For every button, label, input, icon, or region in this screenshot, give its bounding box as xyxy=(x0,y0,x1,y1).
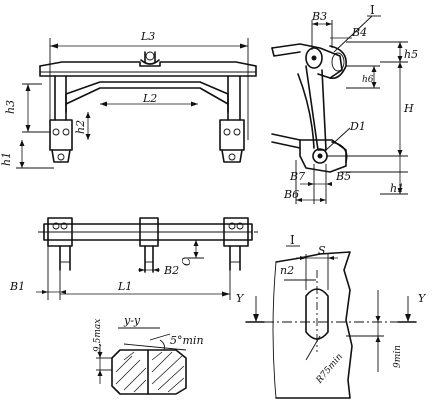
section-mark-Y-left: Y xyxy=(236,292,245,305)
dim-B5: B5 xyxy=(335,170,351,183)
section-mark-Y-right: Y xyxy=(418,292,427,305)
dim-S: S xyxy=(318,244,326,257)
dim-B6: B6 xyxy=(283,188,299,201)
dim-L2: L2 xyxy=(142,92,157,105)
detail-label: I xyxy=(290,233,295,247)
note-9min: 9min xyxy=(393,345,403,368)
section-hatching xyxy=(115,351,185,393)
dim-D1: D1 xyxy=(349,120,366,133)
section-label: y-y xyxy=(123,314,141,327)
dim-h3: h3 xyxy=(4,100,17,114)
dim-h5: h5 xyxy=(404,48,418,61)
dim-n2: n2 xyxy=(280,264,294,277)
detail-I: I S n2 Y Y R75min xyxy=(236,233,427,399)
top-view: C B2 B1 L1 xyxy=(9,217,258,300)
dim-H: H xyxy=(403,102,414,115)
note-min-radius: R75min xyxy=(314,352,345,386)
dim-h1: h1 xyxy=(0,152,13,166)
dim-B7: B7 xyxy=(289,170,305,183)
dim-B3: B3 xyxy=(311,10,327,23)
dim-L3: L3 xyxy=(140,30,155,43)
dim-h2: h2 xyxy=(74,120,87,134)
dim-B4: B4 xyxy=(351,26,367,39)
dim-B2: B2 xyxy=(163,264,179,277)
section-y-y: y-y 5°min 9,5max xyxy=(93,314,204,395)
dim-L1: L1 xyxy=(117,280,132,293)
side-view: I B3 B4 h5 h6 H xyxy=(271,3,418,204)
dim-h1-right: h1 xyxy=(390,182,404,195)
dim-B1: B1 xyxy=(9,280,25,293)
callout-I: I xyxy=(370,3,375,17)
note-max-dim: 9,5max xyxy=(93,319,103,352)
dim-h6: h6 xyxy=(362,75,374,85)
front-view: L3 L2 xyxy=(0,30,257,169)
note-min-angle: 5°min xyxy=(170,334,204,347)
dim-C: C xyxy=(180,257,193,266)
